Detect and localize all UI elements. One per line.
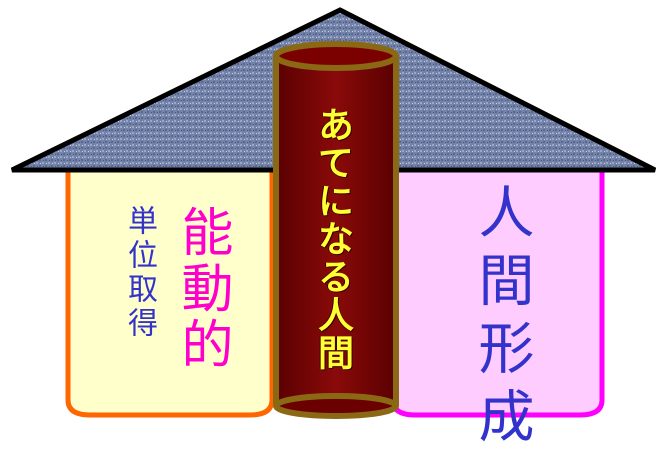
left-book-subtitle: 単位取得 [122, 205, 157, 341]
center-pillar [273, 41, 399, 419]
pillar-top [273, 41, 399, 71]
left-book-body [65, 157, 275, 418]
right-book-title: 人間形成 [469, 183, 534, 455]
pillar-bottom [273, 393, 399, 419]
left-book-title: 能動的 [172, 205, 232, 373]
left-book [65, 157, 275, 418]
pillar-body [276, 56, 396, 406]
house-diagram [10, 7, 657, 419]
center-pillar-title: あてになる人間 [312, 106, 353, 372]
